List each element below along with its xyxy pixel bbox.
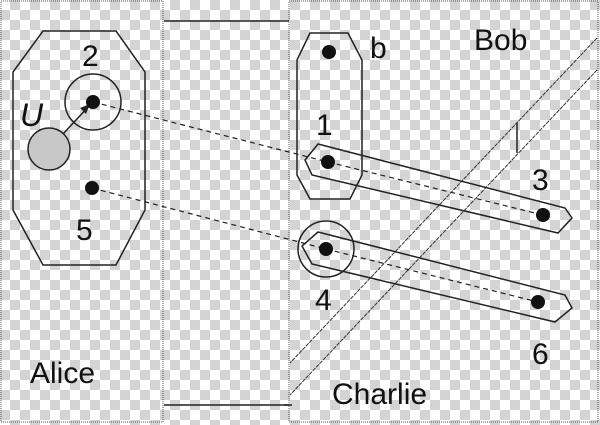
node-2 bbox=[86, 95, 100, 109]
node-4 bbox=[319, 242, 333, 256]
bob-set-octagon bbox=[296, 32, 363, 200]
bob-charlie-divider bbox=[289, 37, 598, 396]
node-b bbox=[322, 45, 336, 59]
node-4-label: 4 bbox=[315, 284, 332, 317]
bob-label: Bob bbox=[474, 24, 527, 57]
alice-label: Alice bbox=[30, 357, 95, 390]
u-label: U bbox=[20, 97, 44, 133]
link-5-4 bbox=[91, 187, 327, 250]
node-1 bbox=[321, 155, 335, 169]
node-4-circle bbox=[297, 220, 355, 278]
node-6-label: 6 bbox=[532, 338, 549, 371]
edge-1-3 bbox=[304, 143, 573, 234]
node-2-circle bbox=[64, 73, 122, 131]
node-2-label: 2 bbox=[82, 40, 99, 73]
node-3-label: 3 bbox=[532, 164, 549, 197]
node-1-label: 1 bbox=[316, 109, 333, 142]
alice-set-octagon bbox=[12, 30, 146, 266]
bob-charlie-region bbox=[288, 0, 599, 423]
alice-region bbox=[0, 0, 164, 423]
link-1-3 bbox=[327, 161, 544, 216]
node-5 bbox=[85, 181, 99, 195]
edge-4-6 bbox=[301, 231, 573, 323]
link-2-1 bbox=[92, 101, 329, 163]
charlie-label: Charlie bbox=[332, 378, 427, 411]
node-3 bbox=[536, 208, 550, 222]
u-set bbox=[27, 127, 71, 171]
node-5-label: 5 bbox=[76, 214, 93, 247]
link-4-6 bbox=[325, 248, 539, 303]
node-6 bbox=[531, 295, 545, 309]
node-b-label: b bbox=[370, 32, 387, 65]
